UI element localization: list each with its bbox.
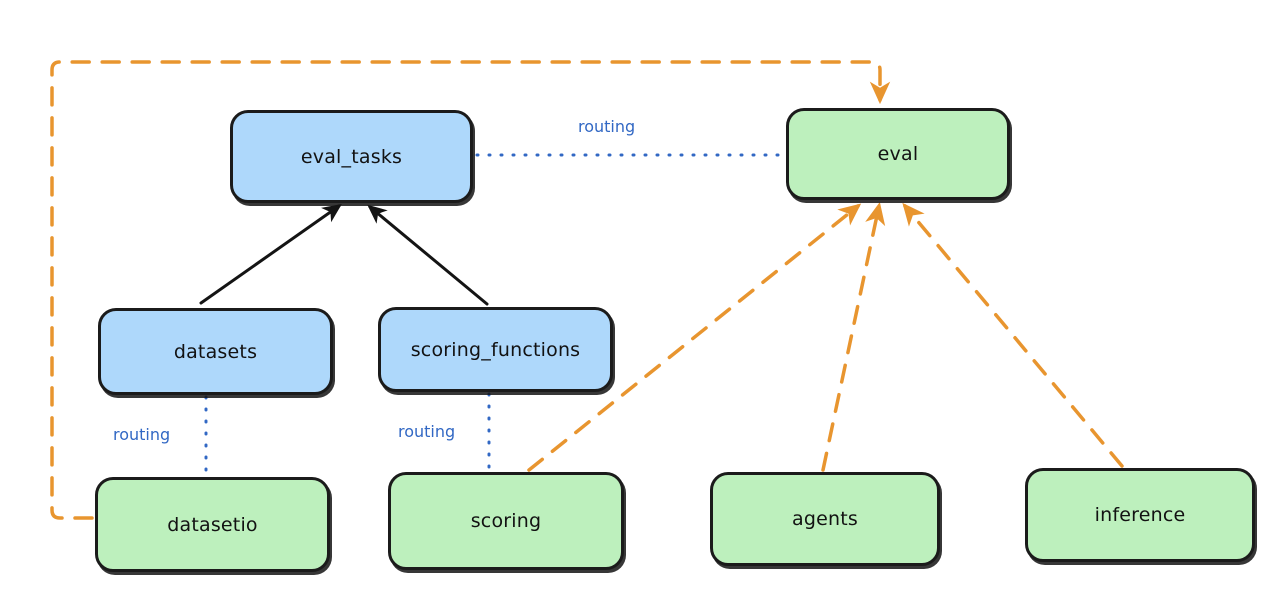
node-label-datasets: datasets bbox=[173, 340, 258, 363]
node-scoring-functions[interactable]: scoring_functions bbox=[378, 307, 613, 392]
node-datasetio[interactable]: datasetio bbox=[95, 477, 330, 572]
node-inference[interactable]: inference bbox=[1025, 468, 1255, 562]
node-label-eval: eval bbox=[877, 143, 919, 165]
node-label-datasetio: datasetio bbox=[167, 513, 258, 536]
edge-agents-to-eval bbox=[821, 202, 886, 472]
node-label-scoring-functions: scoring_functions bbox=[410, 338, 581, 361]
edge-label-routing-eval-tasks-eval: routing bbox=[578, 117, 636, 136]
edge-datasets-to-eval-tasks bbox=[199, 203, 342, 305]
node-label-scoring: scoring bbox=[470, 510, 542, 532]
edge-scoring-functions-to-eval-tasks bbox=[367, 204, 489, 306]
node-scoring[interactable]: scoring bbox=[388, 472, 624, 570]
node-label-inference: inference bbox=[1094, 504, 1186, 526]
node-label-agents: agents bbox=[792, 508, 858, 530]
edge-datasetio-to-eval bbox=[50, 60, 891, 520]
edge-label-routing-scoring-functions-scoring: routing bbox=[398, 422, 456, 441]
edge-scoring-to-eval bbox=[527, 203, 862, 472]
node-eval[interactable]: eval bbox=[786, 108, 1010, 200]
node-label-eval-tasks: eval_tasks bbox=[300, 145, 403, 168]
node-datasets[interactable]: datasets bbox=[98, 308, 333, 395]
node-eval-tasks[interactable]: eval_tasks bbox=[230, 110, 473, 203]
node-agents[interactable]: agents bbox=[710, 472, 940, 566]
edge-inference-to-eval bbox=[902, 202, 1124, 468]
edge-label-routing-datasets-datasetio: routing bbox=[113, 425, 171, 444]
